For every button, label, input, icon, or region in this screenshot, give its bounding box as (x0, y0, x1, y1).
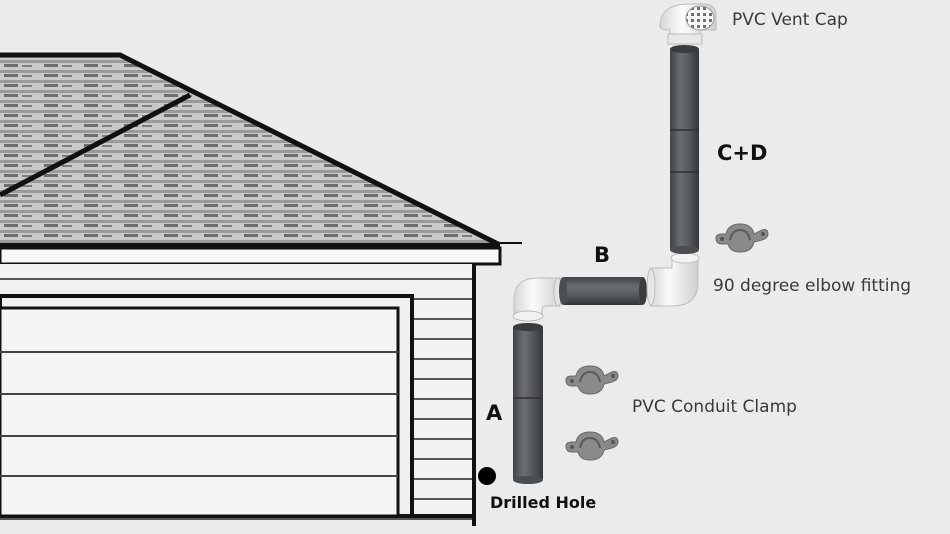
pipe-section-a (513, 323, 543, 484)
elbow-fitting-lower (512, 277, 563, 322)
conduit-clamp-middle (565, 365, 619, 395)
pipe-section-b (559, 277, 647, 305)
roof-shingles (0, 55, 500, 245)
roof-hip-line (0, 92, 192, 198)
section-b-label: B (594, 243, 611, 267)
vent-cap (659, 3, 717, 45)
elbow-fitting-label: 90 degree elbow fitting (713, 276, 912, 296)
drilled-hole-label: Drilled Hole (490, 493, 597, 512)
fascia-board (0, 246, 502, 266)
drilled-hole-marker (478, 467, 496, 485)
vent-grille-icon (685, 5, 715, 31)
conduit-clamp-lower (565, 431, 619, 461)
elbow-fitting-upper (646, 252, 700, 307)
section-a-label: A (486, 401, 503, 425)
conduit-clamp-upper (715, 223, 769, 253)
section-cd-label: C+D (717, 141, 768, 165)
roof-ridge-line (0, 52, 502, 248)
vent-cap-label: PVC Vent Cap (732, 10, 848, 30)
garage-door (0, 306, 400, 518)
conduit-clamp-label: PVC Conduit Clamp (632, 397, 797, 417)
pipe-section-cd (670, 45, 699, 254)
house-illustration (0, 52, 522, 526)
